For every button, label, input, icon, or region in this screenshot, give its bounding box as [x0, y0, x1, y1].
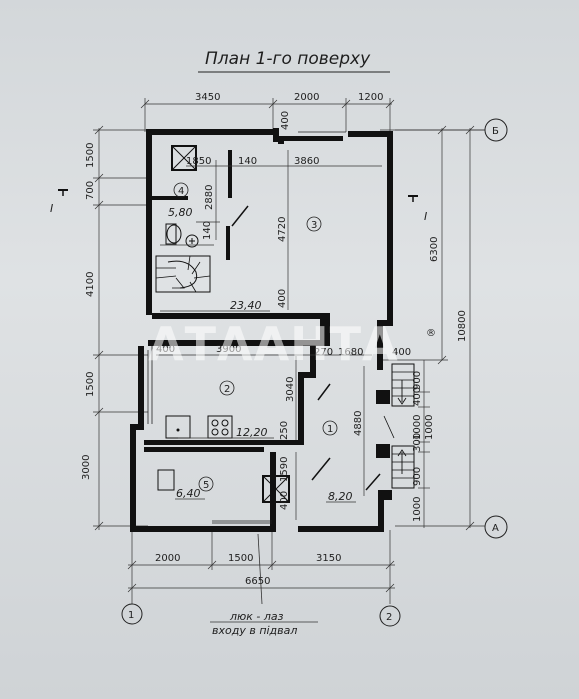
- top-dim-2000: 2000: [294, 92, 319, 103]
- right-dim-6300: 6300: [429, 237, 440, 262]
- bottom-dim-3150: 3150: [316, 553, 341, 564]
- left-dimension-chain: [93, 125, 148, 531]
- watermark-text: АТААНТА: [148, 317, 399, 371]
- right-dim-300: 300: [412, 433, 423, 452]
- axis-b-bubble: [484, 118, 508, 142]
- plan-title: План 1-го поверху: [205, 49, 371, 69]
- axis-a-bubble: [484, 515, 508, 539]
- dim-1680: 1680: [338, 347, 363, 358]
- bottom-dimension-chain: [127, 530, 395, 594]
- inner-dimension-lines: [156, 150, 382, 520]
- axis-2-bubble: [379, 605, 401, 627]
- axis-2-label: 2: [386, 612, 392, 623]
- dim-400-right: 400: [392, 347, 411, 358]
- right-dim-900-top: 900: [412, 371, 423, 390]
- dim-400-left: 400: [156, 344, 175, 355]
- dim-140-side: 140: [202, 221, 213, 240]
- right-dim-400: 400: [412, 387, 423, 406]
- dim-3860: 3860: [294, 156, 319, 167]
- room-3-label: 3 23,40: [230, 216, 322, 312]
- svg-text:23,40: 23,40: [230, 299, 262, 312]
- dim-4720: 4720: [277, 217, 288, 242]
- dim-3040: 3040: [285, 377, 296, 402]
- left-dim-4100: 4100: [85, 272, 96, 297]
- room-4-label: 4 5,80: [168, 182, 193, 219]
- toilet-fixture: [165, 223, 199, 248]
- right-dim-1000-b: 1000: [424, 415, 435, 440]
- axis-1-label: 1: [128, 610, 134, 621]
- axis-1-bubble: [121, 603, 143, 625]
- room-1-label: 1 8,20: [322, 420, 353, 503]
- section-mark-left: [58, 189, 68, 196]
- dim-1590: 1590: [279, 457, 290, 482]
- top-dimension-chain: [140, 98, 395, 132]
- bottom-dim-6650: 6650: [245, 576, 270, 587]
- dim-140-top: 140: [238, 156, 257, 167]
- entrance-stairs: [383, 363, 415, 489]
- right-dim-1000-a: 1000: [412, 415, 423, 440]
- left-dim-1500-top: 1500: [85, 143, 96, 168]
- kitchen-stove: [207, 415, 233, 439]
- dim-1850: 1850: [186, 156, 211, 167]
- top-dim-1200: 1200: [358, 92, 383, 103]
- svg-text:8,20: 8,20: [328, 490, 353, 503]
- section-mark-right-label: I: [424, 210, 427, 223]
- dim-3900: 3900: [216, 344, 241, 355]
- bottom-dim-1500: 1500: [228, 553, 253, 564]
- boiler-unit: [157, 469, 175, 491]
- dim-270: 270: [314, 347, 333, 358]
- hatch-caption-line2: входу в підвал: [212, 624, 297, 637]
- left-dim-3000: 3000: [81, 455, 92, 480]
- watermark-registered-mark: ®: [426, 328, 436, 339]
- svg-text:1: 1: [327, 424, 333, 435]
- section-mark-right: [408, 195, 418, 202]
- dim-400-mid: 400: [277, 289, 288, 308]
- kitchen-sink: [165, 415, 191, 439]
- svg-text:6,40: 6,40: [176, 487, 201, 500]
- vent-shaft-room5: [262, 475, 290, 503]
- svg-text:5,80: 5,80: [168, 206, 193, 219]
- svg-text:12,20: 12,20: [236, 426, 268, 439]
- top-dim-3450: 3450: [195, 92, 220, 103]
- left-dim-1500-mid: 1500: [85, 372, 96, 397]
- door-swings: [226, 150, 381, 491]
- svg-text:2: 2: [224, 384, 230, 395]
- section-mark-left-label: I: [50, 202, 53, 215]
- svg-text:5: 5: [203, 480, 209, 491]
- axis-a-label: А: [492, 523, 499, 534]
- hatch-caption-line1: люк - лаз: [229, 610, 284, 623]
- room-5-label: 5 6,40: [176, 476, 214, 500]
- svg-text:4: 4: [178, 186, 184, 197]
- window-lines: [147, 131, 346, 524]
- bottom-dim-2000: 2000: [155, 553, 180, 564]
- right-dim-900-bottom: 900: [412, 467, 423, 486]
- axis-b-label: Б: [492, 126, 499, 137]
- left-dim-700: 700: [85, 181, 96, 200]
- hatch-leader-line: [257, 533, 263, 605]
- exterior-walls: [130, 129, 393, 532]
- room-2-label: 2 12,20: [219, 380, 268, 439]
- dim-2880: 2880: [204, 185, 215, 210]
- dim-400-top: 400: [280, 111, 291, 130]
- right-dim-10800: 10800: [457, 310, 468, 342]
- spiral-stair: [155, 255, 211, 293]
- right-dim-1000-c: 1000: [412, 497, 423, 522]
- dim-400-bottom: 400: [279, 491, 290, 510]
- dim-4880: 4880: [353, 411, 364, 436]
- svg-text:3: 3: [311, 220, 317, 231]
- dim-250: 250: [279, 421, 290, 440]
